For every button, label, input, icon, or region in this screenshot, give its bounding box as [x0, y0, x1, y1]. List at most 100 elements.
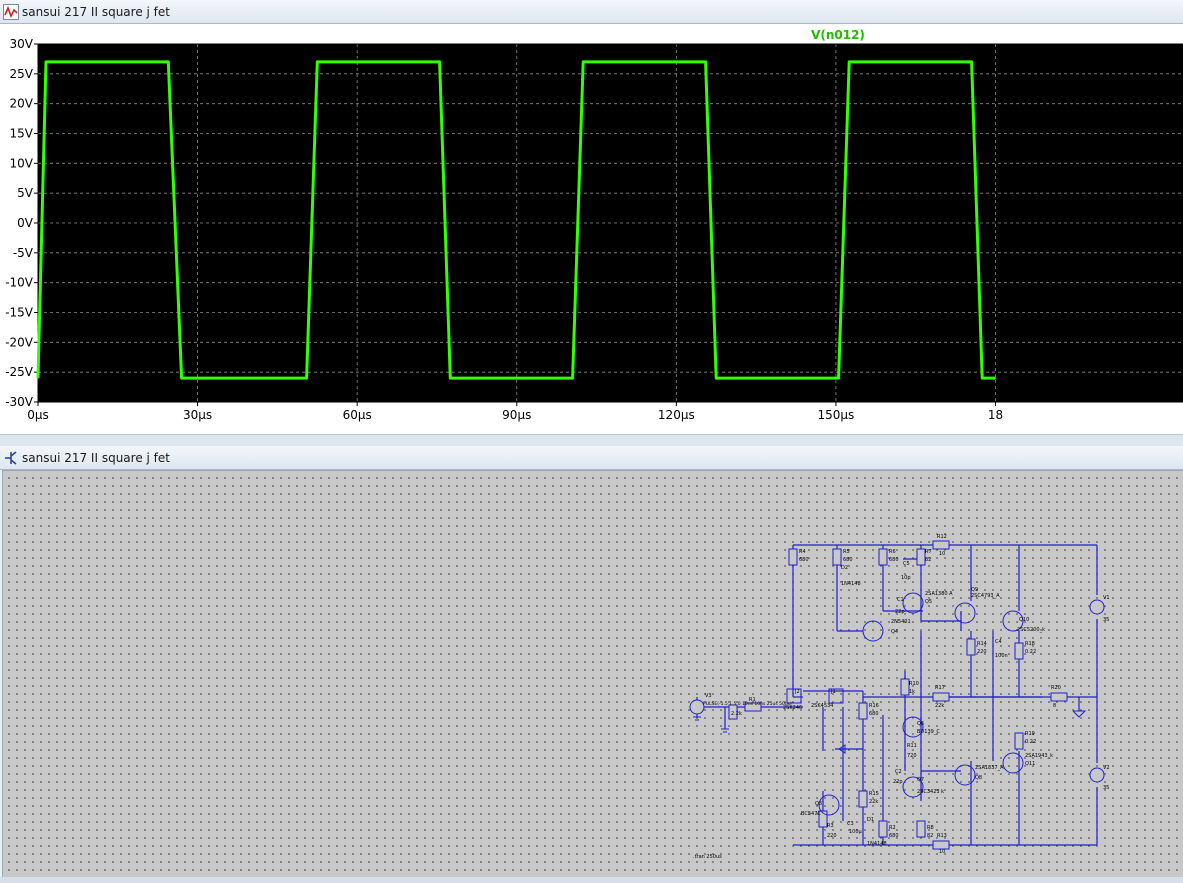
data-point	[582, 61, 584, 63]
label-q6: Q6	[917, 721, 924, 727]
waveform-icon	[3, 4, 19, 20]
y-tick-label: -30V	[5, 395, 34, 409]
label-r16-value: 680	[869, 711, 879, 717]
label-r12-value: 10	[939, 551, 945, 557]
label-r20: R20	[1051, 685, 1061, 691]
y-tick-label: -5V	[13, 246, 34, 260]
schematic-window-title: sansui 217 II square j fet	[22, 451, 170, 465]
label-r12: R12	[937, 534, 947, 540]
schematic-title-bar[interactable]: sansui 217 II square j fet	[0, 446, 1183, 470]
label-q8-value: 2SA1837_A	[975, 765, 1004, 771]
label-q3-value: BC547C	[801, 811, 821, 817]
schematic-labels: R4 680 R5 680 R6 680 R7 82 R12 10 D2 1N4…	[693, 534, 1110, 860]
data-point	[705, 61, 707, 63]
spice-directive[interactable]: .tran 250us	[693, 854, 722, 860]
label-c3-value: 100µ	[849, 829, 863, 835]
label-q6-value: BD139_C	[917, 729, 940, 735]
data-point	[995, 377, 996, 379]
x-tick-label: 0µs	[27, 408, 49, 422]
ground-symbols	[693, 710, 1087, 754]
trace-label[interactable]: V(n012)	[811, 28, 865, 42]
y-tick-label: 5V	[17, 186, 34, 200]
schematic-canvas[interactable]: R4 680 R5 680 R6 680 R7 82 R12 10 D2 1N4…	[2, 470, 1183, 878]
plot-frame	[37, 43, 1183, 403]
label-q11: Q11	[1025, 761, 1035, 767]
y-tick-label: 25V	[10, 67, 34, 81]
label-c3: C3	[847, 821, 854, 827]
label-r17-value: 22k	[935, 703, 944, 709]
data-point	[316, 61, 318, 63]
data-point	[45, 61, 47, 63]
label-q10: Q10	[1019, 617, 1029, 623]
waveform-plot[interactable]: 30V25V20V15V10V5V0V-5V-10V-15V-20V-25V-3…	[0, 24, 1183, 434]
label-r1: R1	[749, 697, 756, 703]
y-tick-label: 15V	[10, 127, 34, 141]
label-c4-value: 100n	[995, 653, 1008, 659]
y-tick-label: 10V	[10, 156, 34, 170]
data-point	[449, 377, 451, 379]
label-r3-value: 220	[827, 833, 837, 839]
label-v3-value: PULSE(-1.5 1.5 0 10ns 10ns 25us 50us)	[703, 701, 792, 707]
label-c5: C5	[903, 561, 910, 567]
label-r4: R4	[799, 549, 806, 555]
y-tick-label: -25V	[5, 365, 34, 379]
data-point	[167, 61, 169, 63]
label-q9-value: 2SC4793_A	[971, 593, 1000, 599]
bottom-frame	[0, 877, 1183, 883]
label-r7: R7	[925, 549, 932, 555]
label-r2: R2	[889, 825, 896, 831]
label-r13-value: 10	[939, 849, 945, 855]
x-tick-label: 120µs	[658, 408, 695, 422]
data-point	[848, 61, 850, 63]
label-r5: R5	[843, 549, 850, 555]
label-r20-value: 8	[1053, 703, 1056, 709]
y-tick-label: 30V	[10, 37, 34, 51]
label-v2-value: 35	[1103, 785, 1109, 791]
label-j1: J1	[830, 689, 836, 695]
label-r8: R8	[927, 825, 934, 831]
waveform-title-bar[interactable]: sansui 217 II square j fet	[0, 0, 1183, 24]
label-d1: D1	[867, 817, 874, 823]
schematic-wires	[696, 544, 1098, 846]
label-r19-value: 0.22	[1025, 739, 1036, 745]
label-r11: R11	[907, 743, 917, 749]
label-j1-value: 2SK4534	[811, 703, 833, 709]
data-point	[981, 377, 983, 379]
schematic-components	[689, 540, 1105, 850]
schematic-drawing[interactable]: R4 680 R5 680 R6 680 R7 82 R12 10 D2 1N4…	[3, 471, 1183, 879]
label-q8: Q8	[975, 775, 982, 781]
y-tick-label: -15V	[5, 306, 34, 320]
label-c2: C2	[895, 769, 902, 775]
y-tick-label: 20V	[10, 97, 34, 111]
x-tick-label: 60µs	[343, 408, 372, 422]
data-point	[439, 61, 441, 63]
label-q9: Q9	[971, 587, 978, 593]
label-j2-value: 2SK246	[783, 705, 802, 711]
label-q4: Q4	[891, 629, 898, 635]
data-point	[306, 377, 308, 379]
label-r11-value: 720	[907, 753, 917, 759]
schematic-window[interactable]: sansui 217 II square j fet	[0, 446, 1183, 883]
label-r5-value: 680	[843, 557, 853, 563]
data-point	[37, 377, 39, 379]
waveform-window-title: sansui 217 II square j fet	[22, 5, 170, 19]
label-r14: R14	[977, 641, 987, 647]
label-q7: Q7	[917, 777, 924, 783]
label-j2: J2	[794, 689, 800, 695]
data-point	[715, 377, 717, 379]
label-r2-value: 680	[889, 833, 899, 839]
label-q10-value: 2SC5200_k	[1017, 627, 1045, 633]
label-d1-value: 1N4148	[867, 841, 887, 847]
window-separator	[0, 434, 1183, 446]
label-r18-value: 0.22	[1025, 649, 1036, 655]
x-tick-label: 150µs	[818, 408, 855, 422]
label-r7-value: 82	[925, 557, 931, 563]
waveform-window[interactable]: sansui 217 II square j fet 30V 25V 20V 15V 1…	[0, 0, 1183, 434]
label-r10-value: 1k	[909, 689, 915, 695]
label-q5-value: 2SA1380 A	[925, 591, 953, 597]
label-q4-value: 2N5401	[891, 619, 911, 625]
x-tick-label: 30µs	[183, 408, 212, 422]
label-q11-value: 2SA1943_k	[1025, 753, 1053, 759]
label-q5: Q5	[925, 599, 932, 605]
label-v2: V2	[1103, 765, 1110, 771]
